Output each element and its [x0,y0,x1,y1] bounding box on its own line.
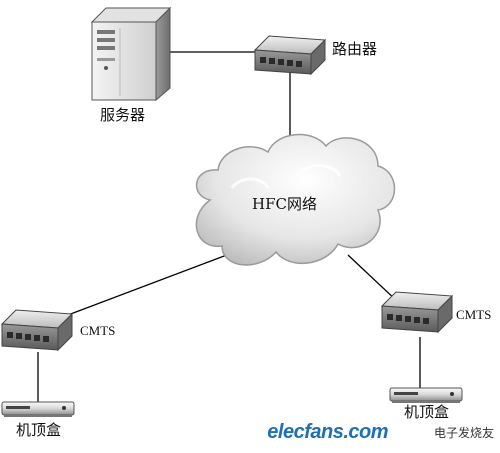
set-top-box-icon [389,387,463,403]
router-label: 路由器 [332,40,378,58]
watermark-brand: elecfans.com [267,421,388,443]
stb-right-label: 机顶盒 [404,403,450,421]
stb-left-label: 机顶盒 [16,421,62,439]
cmts-icon [0,309,74,352]
cmts-left-label: CMTS [80,323,116,338]
cloud-icon [195,133,396,266]
connections [37,51,421,404]
server-label: 服务器 [100,106,146,124]
network-label: HFC网络 [252,195,317,213]
edge-network-cmts-left [59,249,241,319]
edge-network-cmts-right [347,254,399,303]
router-icon [253,35,327,76]
server-icon [90,6,172,102]
watermark-brand-cn: 电子发烧友 [433,426,494,440]
set-top-box-icon [1,401,75,417]
cmts-right-label: CMTS [456,307,492,322]
cmts-icon [380,291,454,334]
